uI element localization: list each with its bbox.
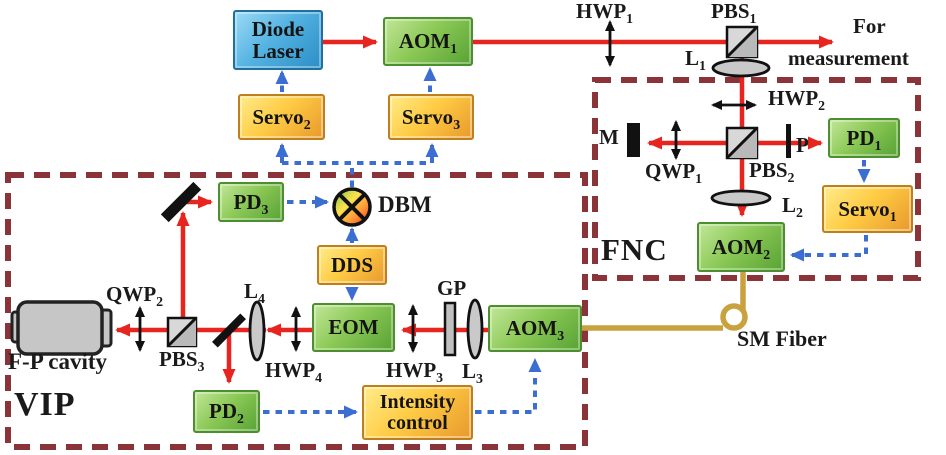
aom3-label: AOM3: [505, 316, 565, 344]
servo2-label: Servo2: [252, 104, 311, 133]
l1-label: L1: [685, 46, 706, 74]
fp-cavity-label: F-P cavity: [8, 349, 107, 374]
l2-label: L2: [782, 193, 803, 221]
mirror-m: [627, 123, 640, 157]
qwp2-label: QWP2: [106, 282, 164, 310]
fp-cavity-body: [10, 300, 113, 356]
aom3-box: AOM3: [488, 305, 582, 352]
aom1-box: AOM1: [383, 17, 473, 66]
pd1-box: PD1: [828, 118, 900, 158]
aom2-label: AOM2: [711, 234, 771, 263]
sm-fiber-label: SM Fiber: [737, 326, 827, 351]
pd3-box: PD3: [218, 182, 284, 222]
gp-prism: [443, 301, 457, 357]
pd3-label: PD3: [233, 189, 269, 218]
polarizer-p-label: P: [796, 133, 809, 157]
intensity-label-line2: control: [387, 411, 448, 434]
servo3-label: Servo3: [401, 104, 461, 133]
dds-box: DDS: [317, 245, 387, 285]
diode-laser-label-line2: Laser: [252, 39, 304, 63]
pbs3-label: PBS3: [159, 347, 205, 375]
intensity-label-line1: Intensity: [379, 390, 456, 413]
vip-section-border: [5, 172, 588, 450]
pickoff-mirror: [212, 313, 246, 348]
servo1-box: Servo1: [822, 185, 913, 233]
l2-lens: [710, 189, 772, 207]
sm-fiber-path: [582, 272, 748, 331]
fold-mirror: [160, 181, 202, 223]
servo2-box: Servo2: [238, 94, 325, 140]
electronic-signals: [263, 67, 871, 419]
fnc-section-border: [592, 77, 921, 281]
servo3-box: Servo3: [388, 94, 474, 140]
pbs1-cube: [725, 25, 759, 59]
diode-laser-box: Diode Laser: [233, 10, 323, 70]
pbs1-label: PBS1: [711, 0, 757, 27]
l4-lens: [248, 300, 266, 362]
fiber-loop: [720, 303, 748, 331]
servo1-label: Servo1: [838, 196, 897, 225]
hwp3-label: HWP3: [386, 358, 444, 386]
pbs2-cube: [725, 126, 759, 160]
vip-section-label: VIP: [14, 386, 76, 423]
qwp1-label: QWP1: [645, 159, 703, 187]
diode-laser-label-line1: Diode: [251, 16, 305, 41]
l3-label: L3: [462, 359, 483, 387]
intensity-control-box: Intensity control: [362, 385, 473, 440]
signal-servo1-to-aom2: [790, 235, 868, 262]
pd1-label: PD1: [846, 125, 882, 154]
hwp4-label: HWP4: [265, 358, 323, 386]
polarizer-p: [786, 124, 791, 158]
for-measurement-line1: For: [853, 14, 886, 38]
eom-box: EOM: [312, 303, 395, 352]
optical-elements: [10, 25, 791, 362]
fnc-section-label: FNC: [601, 232, 668, 267]
for-measurement-line2: measurement: [788, 46, 909, 70]
waveplate-arrows: [135, 20, 757, 353]
dbm-mixer: [332, 187, 372, 227]
gp-label: GP: [437, 276, 467, 300]
aom2-box: AOM2: [697, 222, 785, 272]
mirror-m-label: M: [599, 125, 619, 149]
pd2-label: PD2: [209, 399, 244, 427]
l1-lens: [711, 58, 771, 78]
dbm-label: DBM: [378, 192, 432, 217]
aom1-label: AOM1: [398, 29, 458, 57]
l3-lens: [466, 298, 484, 360]
pbs2-label: PBS2: [749, 158, 795, 186]
pbs3-cube: [166, 316, 198, 348]
eom-label: EOM: [328, 315, 379, 340]
pd2-box: PD2: [193, 390, 260, 433]
hwp1-label: HWP1: [576, 0, 634, 27]
signal-intensity-to-aom3: [475, 358, 542, 414]
l4-label: L4: [244, 279, 265, 307]
dds-label: DDS: [330, 252, 373, 277]
hwp2-label: HWP2: [768, 86, 826, 114]
